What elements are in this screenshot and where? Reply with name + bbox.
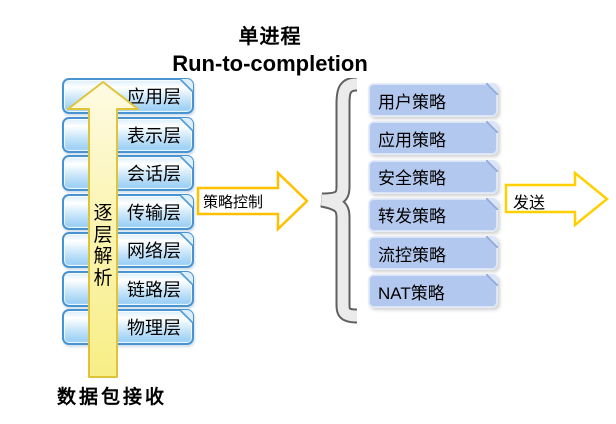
layer-box-link: 链路层 <box>62 270 194 307</box>
policy-label: 流控策略 <box>378 245 446 265</box>
layer-label: 链路层 <box>127 279 181 300</box>
policy-box-security: 安全策略 <box>368 159 498 194</box>
layer-label: 传输层 <box>127 202 181 223</box>
policy-label: 转发策略 <box>378 207 446 227</box>
layer-label: 网络层 <box>127 241 181 261</box>
policy-control-label: 策略控制 <box>203 194 264 211</box>
send-arrow-icon <box>504 170 609 228</box>
policy-control-arrow-icon <box>196 170 309 232</box>
send-label: 发送 <box>513 195 546 212</box>
title-block: 单进程 Run-to-completion <box>120 20 420 77</box>
page-title: 单进程 <box>238 26 302 48</box>
layer-box-session: 会话层 <box>62 155 194 191</box>
policy-label: 安全策略 <box>378 169 446 189</box>
brace-icon <box>320 78 358 324</box>
layer-label: 会话层 <box>127 164 181 184</box>
policy-box-user: 用户策略 <box>368 83 498 117</box>
packet-receive-label: 数据包接收 <box>57 387 168 408</box>
policy-stack: 用户策略 应用策略 安全策略 转发策略 流控策略 NAT策略 <box>368 83 498 313</box>
layer-label: 物理层 <box>127 318 181 338</box>
up-arrow-icon <box>67 81 139 378</box>
policy-box-flow-control: 流控策略 <box>368 236 498 271</box>
layer-box-physical: 物理层 <box>62 309 194 345</box>
policy-label: NAT策略 <box>378 283 445 303</box>
page-subtitle: Run-to-completion <box>172 51 368 76</box>
layer-box-transport: 传输层 <box>62 193 194 230</box>
layer-label: 应用层 <box>127 87 181 107</box>
layer-box-network: 网络层 <box>62 232 194 268</box>
layer-box-presentation: 表示层 <box>62 116 194 153</box>
policy-box-forwarding: 转发策略 <box>368 197 498 232</box>
policy-label: 用户策略 <box>378 92 446 112</box>
policy-box-application: 应用策略 <box>368 121 498 156</box>
up-arrow-label: 逐层解析 <box>93 203 113 289</box>
layer-label: 表示层 <box>127 125 181 146</box>
osi-stack: 应用层 表示层 会话层 传输层 网络层 链路层 物理层 <box>62 78 194 348</box>
policy-box-nat: NAT策略 <box>368 274 498 309</box>
policy-label: 应用策略 <box>378 130 446 150</box>
